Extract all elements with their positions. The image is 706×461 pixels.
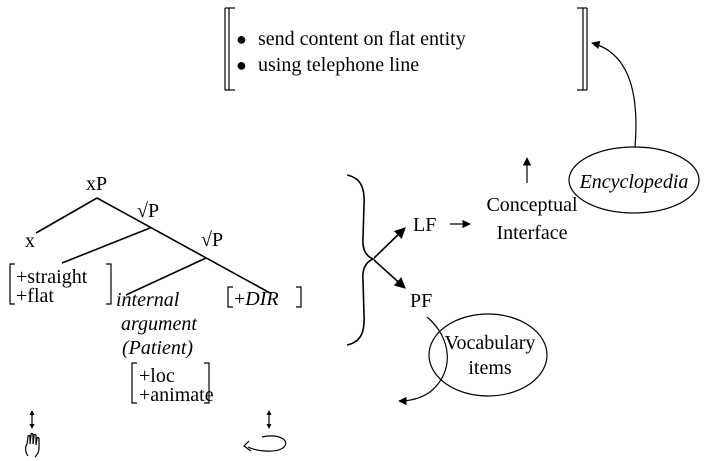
bullet-1: ●	[236, 29, 247, 49]
feature-matrix-internal: +loc +animate	[131, 362, 214, 406]
tree-branch	[35, 197, 98, 234]
right-double-bracket	[577, 7, 588, 91]
pf-label: PF	[410, 290, 432, 312]
to-pf-arrow	[373, 259, 406, 289]
internal-argument-line-3: (Patient)	[122, 337, 193, 359]
vocabulary-node: Vocabulary items	[428, 313, 548, 397]
encyclopedia-node: Encyclopedia	[568, 146, 700, 214]
xp-label: xP	[86, 173, 107, 195]
feature-flat: +flat	[16, 285, 54, 307]
curly-brace	[346, 174, 376, 346]
dir-feature-sign: +	[234, 288, 245, 310]
encyclopedia-to-meaning-arrow	[591, 40, 637, 148]
vocabulary-line-2: items	[468, 357, 512, 379]
conceptual-line-1: Conceptual	[486, 194, 578, 216]
semantic-item-1: send content on flat entity	[258, 28, 466, 50]
left-double-bracket	[224, 7, 235, 91]
pf-vocabulary-arrow	[398, 316, 448, 406]
syntax-tree: xP x √P √P +straight +flat internal argu…	[9, 173, 302, 406]
tree-branch	[61, 227, 151, 264]
to-lf-arrow	[373, 227, 406, 259]
vocabulary-line-1: Vocabulary	[445, 332, 536, 354]
tree-branch	[125, 257, 207, 296]
internal-argument-line-1: internal	[116, 289, 180, 311]
feature-straight: +straight	[16, 266, 88, 288]
dir-feature-label: DIR	[244, 288, 278, 310]
feature-animate: +animate	[139, 384, 214, 406]
bullet-2: ●	[236, 55, 247, 75]
internal-argument-line-2: argument	[121, 313, 197, 335]
feature-loc: +loc	[139, 365, 175, 387]
up-down-arrow-icon	[266, 410, 272, 429]
lf-label: LF	[413, 214, 436, 236]
semantic-box: ● send content on flat entity ● using te…	[224, 7, 588, 91]
tree-branch	[96, 197, 271, 294]
root-p-label-2: √P	[201, 229, 223, 251]
up-down-arrow-icon	[29, 410, 35, 429]
dir-feature: +DIR	[227, 286, 302, 310]
svg-text:+DIR: +DIR	[234, 288, 279, 310]
circular-arrow-icon	[243, 435, 287, 452]
encyclopedia-label: Encyclopedia	[579, 171, 689, 193]
hand-icon	[25, 432, 40, 458]
root-p-label-1: √P	[137, 200, 159, 222]
semantic-item-2: using telephone line	[258, 54, 419, 76]
feature-matrix-left: +straight +flat	[9, 263, 112, 307]
conceptual-line-2: Interface	[496, 222, 567, 244]
x-label: x	[25, 230, 35, 252]
